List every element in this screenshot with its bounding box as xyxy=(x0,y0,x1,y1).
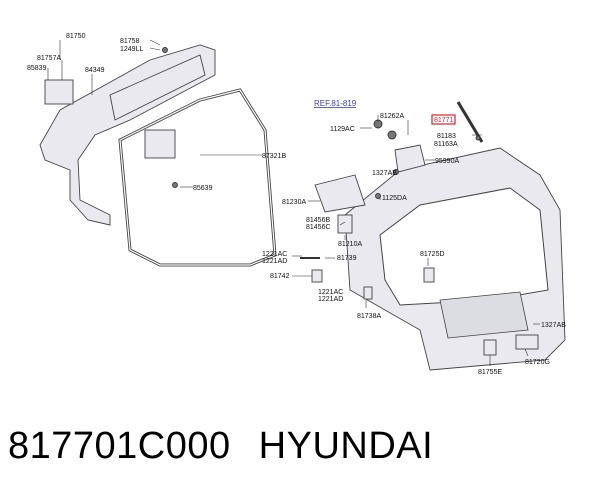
label-81230a: 81230A xyxy=(282,199,306,206)
tailgate-trim-panel xyxy=(39,44,216,226)
label-1327ab-lower: 1327AB xyxy=(541,322,566,329)
exploded-parts-diagram: 81750 81757A 85839 84349 81758 1249LL 87… xyxy=(27,33,566,376)
label-95990a: 95990A xyxy=(435,158,459,165)
label-81720g: 81720G xyxy=(525,359,550,366)
brand-name: HYUNDAI xyxy=(258,425,434,467)
weatherstrip-seal xyxy=(118,88,277,267)
highlight-box xyxy=(431,114,456,125)
label-81210a: 81210A xyxy=(338,241,362,248)
leader-lines xyxy=(47,39,540,366)
label-81750: 81750 xyxy=(66,33,86,40)
label-81739: 81739 xyxy=(337,255,357,262)
label-1221ad-lower: 1221AD xyxy=(318,296,343,303)
label-81183: 81183 xyxy=(437,133,456,140)
label-1221ac-lower: 1221AC xyxy=(318,289,343,296)
label-81262a: 81262A xyxy=(380,113,404,120)
label-81456c: 81456C xyxy=(306,224,331,231)
label-85639: 85639 xyxy=(193,185,213,192)
highlighted-part-label[interactable]: 81771 xyxy=(434,117,454,124)
label-81758: 81758 xyxy=(120,38,140,45)
label-81163a: 81163A xyxy=(434,141,458,148)
label-81725d: 81725D xyxy=(420,251,445,258)
label-1249ll: 1249LL xyxy=(120,46,143,53)
label-84349: 84349 xyxy=(85,67,105,74)
label-81742: 81742 xyxy=(270,273,290,280)
reference-link[interactable]: REF.81-819 xyxy=(314,99,357,108)
latch-mechanism xyxy=(300,101,484,300)
label-81755e: 81755E xyxy=(478,369,502,376)
label-81757a: 81757A xyxy=(37,55,61,62)
part-number-labels: 81750 81757A 85839 84349 81758 1249LL 87… xyxy=(27,33,566,376)
label-85839: 85839 xyxy=(27,65,47,72)
label-1221ac-upper: 1221AC xyxy=(262,251,287,258)
label-1125da: 1125DA xyxy=(382,195,407,202)
label-1129ac: 1129AC xyxy=(330,126,355,133)
label-81738a: 81738A xyxy=(357,313,381,320)
label-87321b: 87321B xyxy=(262,153,286,160)
tailgate-panel xyxy=(344,147,566,371)
part-number: 817701C000 xyxy=(8,425,231,467)
label-1221ad-upper: 1221AD xyxy=(262,258,287,265)
label-1327ab-upper: 1327AB xyxy=(372,170,397,177)
caption: 817701C000 HYUNDAI xyxy=(8,425,433,475)
label-81456b: 81456B xyxy=(306,217,330,224)
